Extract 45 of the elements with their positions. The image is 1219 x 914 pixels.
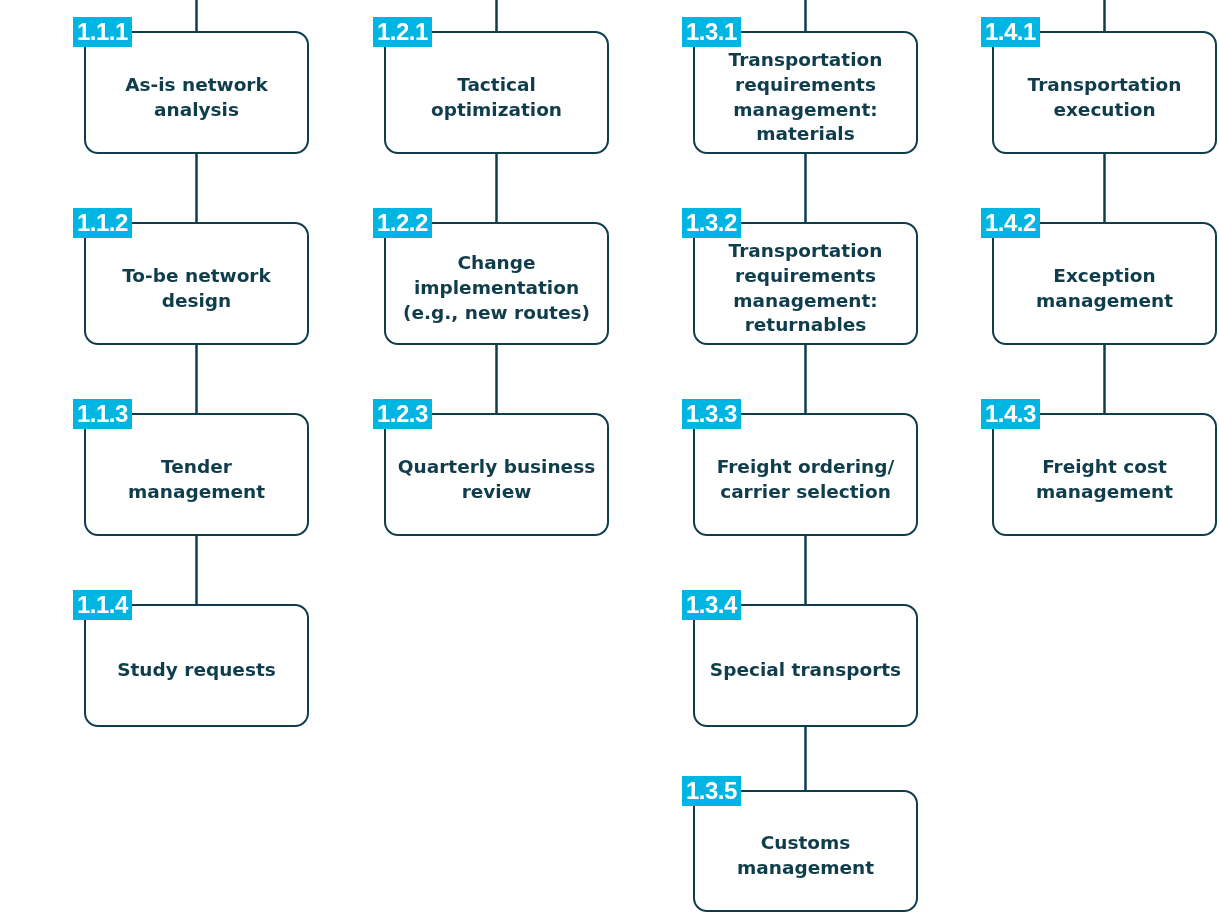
connector-line — [495, 154, 498, 222]
step-number-badge: 1.3.3 — [682, 399, 741, 429]
box-label: Tactical optimization — [429, 72, 564, 122]
box-label: Transportation requirements management: returnables — [727, 238, 884, 338]
connector-line — [195, 154, 198, 222]
step-number-badge: 1.3.1 — [682, 17, 741, 47]
box-label: Tender management — [126, 454, 266, 504]
box-label: Transportation requirements management: materials — [727, 47, 884, 147]
connector-line — [195, 536, 198, 604]
connector-line — [804, 345, 807, 413]
step-number-badge: 1.4.2 — [981, 208, 1040, 238]
step-number-badge: 1.3.4 — [682, 590, 741, 620]
connector-line — [804, 727, 807, 790]
step-number-badge: 1.4.1 — [981, 17, 1040, 47]
box-label: Freight ordering/ carrier selection — [715, 454, 896, 504]
connector-line — [804, 536, 807, 604]
connector-line — [1103, 345, 1106, 413]
box-label: Exception management — [1034, 263, 1174, 313]
connector-line — [1103, 0, 1106, 31]
connector-line — [195, 0, 198, 31]
box-label: Study requests — [117, 658, 276, 682]
step-number-badge: 1.3.5 — [682, 776, 741, 806]
connector-line — [195, 345, 198, 413]
connector-line — [804, 0, 807, 31]
step-number-badge: 1.2.1 — [373, 17, 432, 47]
step-number-badge: 1.1.4 — [73, 590, 132, 620]
connector-line — [495, 345, 498, 413]
box-label: Freight cost management — [1034, 454, 1174, 504]
step-number-badge: 1.1.3 — [73, 399, 132, 429]
box-label: Customs management — [735, 831, 875, 880]
box-label: Transportation execution — [1026, 72, 1183, 122]
connector-line — [804, 154, 807, 222]
step-number-badge: 1.3.2 — [682, 208, 741, 238]
box-label: Change implementation (e.g., new routes) — [402, 251, 591, 325]
step-number-badge: 1.2.2 — [373, 208, 432, 238]
step-number-badge: 1.4.3 — [981, 399, 1040, 429]
step-number-badge: 1.1.2 — [73, 208, 132, 238]
step-number-badge: 1.1.1 — [73, 17, 132, 47]
box-label: As-is network analysis — [124, 72, 269, 122]
box-label: To-be network design — [121, 263, 272, 313]
step-number-badge: 1.2.3 — [373, 399, 432, 429]
connector-line — [495, 0, 498, 31]
box-label: Special transports — [709, 658, 902, 682]
connector-line — [1103, 154, 1106, 222]
box-label: Quarterly business review — [396, 454, 597, 504]
